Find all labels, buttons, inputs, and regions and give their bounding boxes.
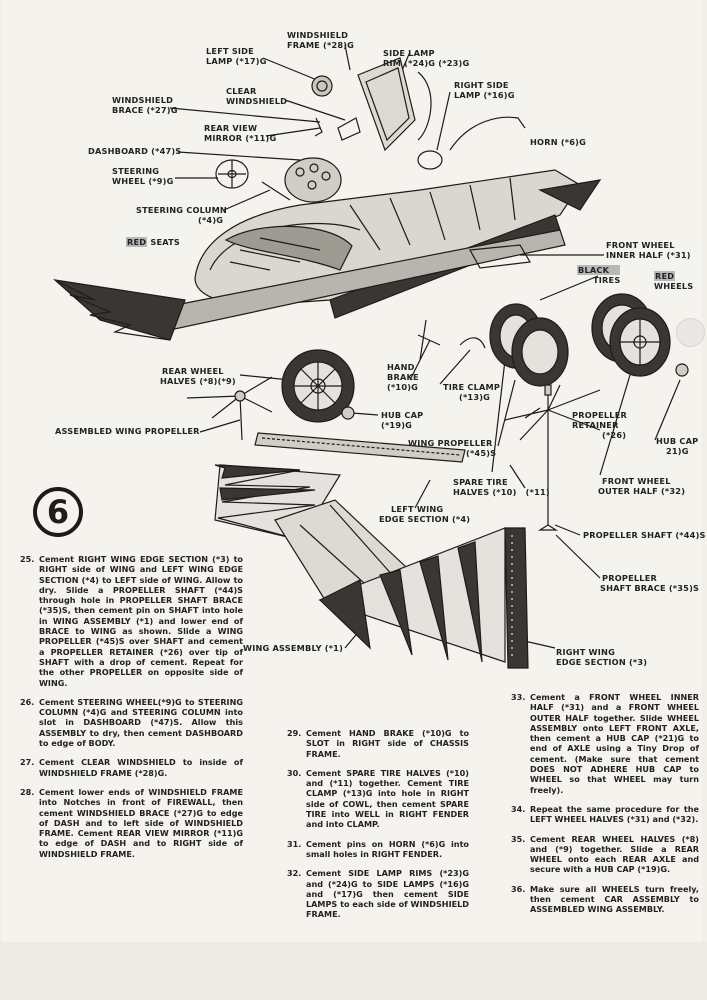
instruction-step: 29.Cement HAND BRAKE (*10)G to SLOT in R… [287, 728, 469, 759]
instruction-step: 28.Cement lower ends of WINDSHIELD FRAME… [20, 786, 243, 859]
page-background [0, 942, 707, 1000]
instruction-step: 34.Repeat the same procedure for the LEF… [511, 803, 699, 825]
label-wing-propeller: WING PROPELLER(*45)S [408, 438, 497, 458]
instruction-step: 32.Cement SIDE LAMP RIMS (*23)G and (*24… [287, 868, 469, 920]
label-steering-column: STEERING COLUMN(*4)G [136, 205, 227, 225]
instruction-step: 36.Make sure all WHEELS turn freely, the… [511, 883, 699, 915]
instruction-step: 33.Cement a FRONT WHEEL INNER HALF (*31)… [511, 692, 699, 795]
label-assembled-wing-propeller: ASSEMBLED WING PROPELLER [55, 426, 200, 436]
instruction-step: 26.Cement STEERING WHEEL(*9)G to STEERIN… [20, 696, 243, 749]
instructions-column-right: 33.Cement a FRONT WHEEL INNER HALF (*31)… [511, 692, 699, 924]
instruction-step: 30.Cement SPARE TIRE HALVES (*10) and (*… [287, 767, 469, 830]
label-horn: HORN (*6)G [530, 137, 587, 147]
instruction-step: 25.Cement RIGHT WING EDGE SECTION (*3) t… [20, 554, 243, 688]
label-hub-cap-19: HUB CAP(*19)G [381, 410, 424, 430]
instruction-sheet [2, 0, 702, 942]
label-wing-assembly: WING ASSEMBLY (*1) [243, 643, 344, 653]
instruction-step: 31.Cement pins on HORN (*6)G into small … [287, 838, 469, 859]
instruction-step: 35.Cement REAR WHEEL HALVES (*8) and (*9… [511, 833, 699, 875]
punch-hole [676, 318, 705, 347]
label-tire-clamp: TIRE CLAMP(*13)G [443, 382, 501, 402]
instructions-column-middle: 29.Cement HAND BRAKE (*10)G to SLOT in R… [287, 728, 469, 929]
instructions-column-left: 25.Cement RIGHT WING EDGE SECTION (*3) t… [20, 554, 243, 868]
label-red-seats: RED SEATS [126, 237, 181, 247]
label-dashboard: DASHBOARD (*47)S [88, 146, 182, 156]
assembly-diagram [53, 44, 689, 669]
label-propeller-shaft: PROPELLER SHAFT (*44)S [583, 530, 706, 540]
step-number-badge: 6 [33, 487, 83, 537]
instruction-step: 27.Cement CLEAR WINDSHIELD to inside of … [20, 757, 243, 778]
